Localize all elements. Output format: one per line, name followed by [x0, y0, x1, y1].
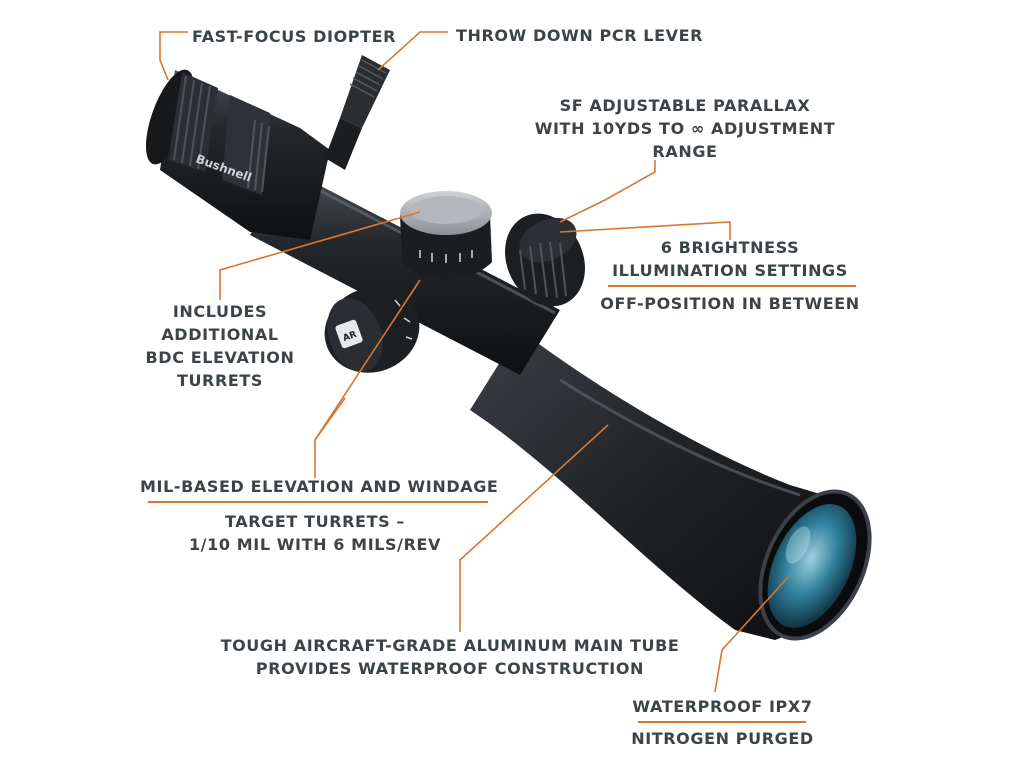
bdc-line-3: BDC ELEVATION [145, 348, 295, 367]
leader-pcr-lever [377, 31, 448, 71]
leader-lens [714, 574, 791, 693]
parallax-line-2: WITH 10YDS TO ∞ ADJUSTMENT [534, 119, 836, 138]
turrets-rule [148, 501, 488, 503]
leader-brightness [559, 221, 731, 240]
objective-lens [758, 489, 872, 641]
callout-parallax: SF ADJUSTABLE PARALLAX WITH 10YDS TO ∞ A… [520, 94, 850, 163]
callout-turrets-sub: TARGET TURRETS – 1/10 MIL WITH 6 MILS/RE… [150, 510, 480, 556]
windage-turret: AR [324, 287, 420, 373]
leader-diopter [159, 31, 188, 81]
brightness-rule [608, 285, 856, 287]
callout-waterproof: WATERPROOF IPX7 [632, 697, 813, 716]
waterproof-rule [638, 721, 806, 723]
callout-nitrogen: NITROGEN PURGED [631, 729, 814, 748]
leader-lines [159, 31, 791, 693]
tube-line-2: PROVIDES WATERPROOF CONSTRUCTION [255, 659, 645, 678]
leader-tube [459, 424, 609, 632]
pcr-lever [325, 55, 390, 170]
tube-line-1: TOUGH AIRCRAFT-GRADE ALUMINUM MAIN TUBE [220, 636, 680, 655]
callout-turrets: MIL-BASED ELEVATION AND WINDAGE [140, 477, 499, 496]
objective-bell [470, 330, 842, 640]
bdc-line-1: INCLUDES [172, 302, 268, 321]
parallax-illumination-turret [505, 213, 585, 307]
leader-turret-2 [314, 397, 346, 441]
callout-diopter: FAST-FOCUS DIOPTER [192, 27, 397, 46]
svg-text:AR: AR [342, 330, 359, 344]
callout-brightness-sub: OFF-POSITION IN BETWEEN [600, 294, 860, 313]
leader-parallax [559, 160, 656, 223]
turrets-sub-line-2: 1/10 MIL WITH 6 MILS/REV [188, 535, 442, 554]
bdc-line-2: ADDITIONAL [161, 325, 279, 344]
callout-tube: TOUGH AIRCRAFT-GRADE ALUMINUM MAIN TUBE … [200, 634, 700, 680]
eyepiece: Bushnell [145, 69, 330, 240]
bdc-line-4: TURRETS [176, 371, 264, 390]
callout-brightness: 6 BRIGHTNESS ILLUMINATION SETTINGS [600, 236, 860, 282]
parallax-line-3: RANGE [652, 142, 718, 161]
leader-bdc [219, 211, 421, 300]
callout-bdc: INCLUDES ADDITIONAL BDC ELEVATION TURRET… [130, 300, 310, 392]
elevation-turret [400, 191, 492, 280]
brightness-line-1: 6 BRIGHTNESS [660, 238, 800, 257]
callout-pcr-lever: THROW DOWN PCR LEVER [456, 26, 704, 45]
brightness-line-2: ILLUMINATION SETTINGS [612, 261, 848, 280]
turrets-sub-line-1: TARGET TURRETS – [224, 512, 405, 531]
parallax-line-1: SF ADJUSTABLE PARALLAX [559, 96, 811, 115]
